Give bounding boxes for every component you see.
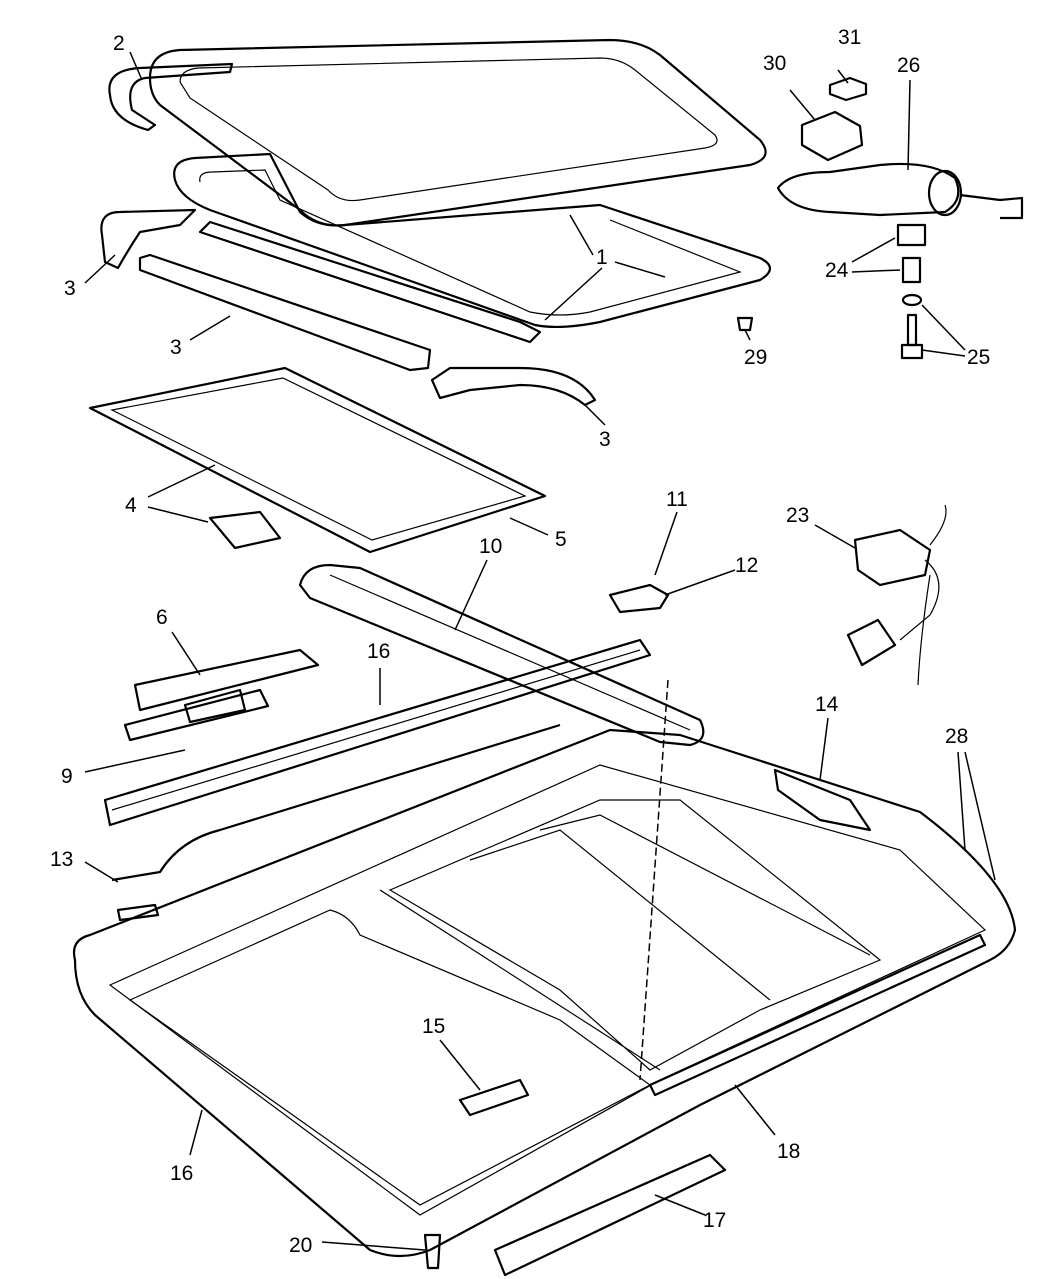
callout-3b: 3 <box>170 336 182 359</box>
callout-11: 11 <box>666 488 688 511</box>
part-12-bracket <box>608 583 670 614</box>
callout-30: 30 <box>763 52 786 75</box>
part-4-sunshade <box>88 366 547 554</box>
part-1-seal-strip <box>198 220 542 344</box>
callout-3a: 3 <box>64 277 76 300</box>
part-30-gear <box>800 110 864 162</box>
part-1-glass-panel <box>148 38 767 227</box>
part-16-guide-rail <box>103 638 652 827</box>
callout-2: 2 <box>113 32 125 55</box>
part-6-mechanism <box>123 648 320 742</box>
callout-16a: 16 <box>367 640 390 663</box>
leader-lines <box>84 51 996 1251</box>
callout-15: 15 <box>422 1015 445 1038</box>
part-14-motor-mount <box>773 768 872 832</box>
callout-5: 5 <box>555 528 567 551</box>
callout-29: 29 <box>744 346 767 369</box>
part-13-cable <box>111 723 561 922</box>
callout-1: 1 <box>596 246 608 269</box>
part-29-nut <box>736 316 754 332</box>
part-20-drain <box>423 1233 442 1270</box>
callout-4: 4 <box>125 494 137 517</box>
callout-6: 6 <box>156 606 168 629</box>
part-3-deflector <box>100 208 597 407</box>
part-15-latch <box>458 1078 530 1117</box>
callout-18: 18 <box>777 1140 800 1163</box>
callout-28: 28 <box>945 725 968 748</box>
part-1-glass-frame <box>173 152 772 328</box>
callout-20: 20 <box>289 1234 312 1257</box>
part-17-trim <box>493 1153 727 1277</box>
part-31-clip <box>828 76 868 102</box>
callout-16b: 16 <box>170 1162 193 1185</box>
sunroof-housing-frame <box>72 728 1017 1258</box>
callout-31: 31 <box>838 26 861 49</box>
callout-17: 17 <box>703 1209 726 1232</box>
callout-23: 23 <box>786 504 809 527</box>
part-2-seal <box>108 62 234 132</box>
callout-26: 26 <box>897 54 920 77</box>
callout-12: 12 <box>735 554 758 577</box>
callout-3c: 3 <box>599 428 611 451</box>
callout-13: 13 <box>50 848 73 871</box>
callout-24: 24 <box>825 259 849 282</box>
callout-25: 25 <box>967 346 990 369</box>
part-10-front-header <box>298 563 705 747</box>
part-24-bushing <box>896 223 927 284</box>
callout-9: 9 <box>61 765 73 788</box>
callout-10: 10 <box>479 535 502 558</box>
part-23-switch <box>846 504 947 686</box>
callout-14: 14 <box>815 693 839 716</box>
part-25-bolt <box>900 293 924 360</box>
callout-labels: 2 31 30 26 1 3 24 3 29 25 3 4 5 11 10 23… <box>50 26 990 1257</box>
part-26-motor <box>776 162 1024 220</box>
